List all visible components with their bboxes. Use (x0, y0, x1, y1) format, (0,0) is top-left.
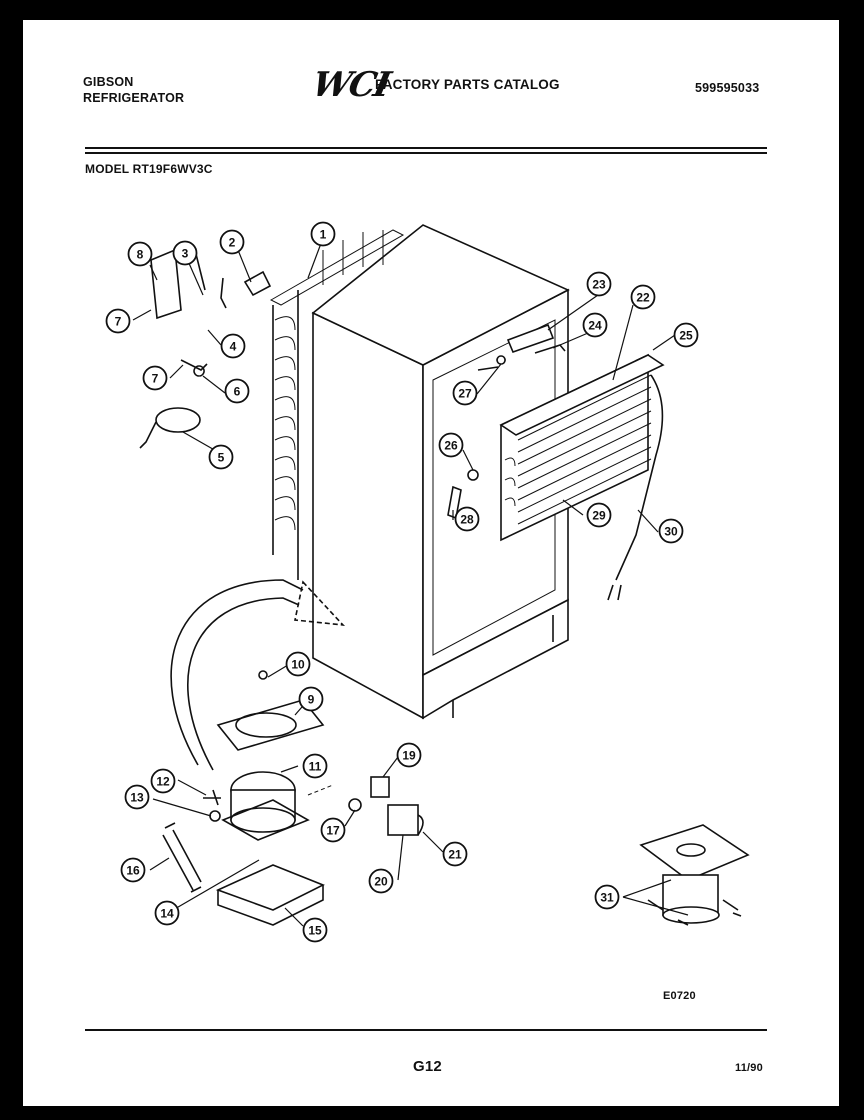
part-number: 3 (182, 247, 189, 261)
part-callout: 10 (285, 651, 311, 677)
part-callout: 23 (586, 271, 612, 297)
part-number: 16 (126, 864, 140, 878)
part-callout: 29 (586, 502, 612, 528)
part-number: 9 (308, 693, 315, 707)
part-callout: 30 (658, 518, 684, 544)
part-callout: 7 (142, 365, 168, 391)
leader-lines (132, 237, 689, 927)
condenser-coil-drawing (269, 229, 405, 580)
part-callout: 5 (208, 444, 234, 470)
part-number: 10 (291, 658, 305, 672)
part-callout: 14 (154, 900, 180, 926)
part-number: 30 (664, 525, 678, 539)
part-callout: 22 (630, 284, 656, 310)
part-number: 20 (374, 875, 388, 889)
part-callout: 25 (673, 322, 699, 348)
part-callout: 28 (454, 506, 480, 532)
part-callout: 17 (320, 817, 346, 843)
part-number: 19 (402, 749, 416, 763)
part-number: 21 (448, 848, 462, 862)
part-number: 13 (130, 791, 144, 805)
part-callout: 24 (582, 312, 608, 338)
part-callout: 13 (124, 784, 150, 810)
cabinet-drawing (311, 224, 570, 720)
model-number: MODEL RT19F6WV3C (85, 162, 213, 176)
part-number: 11 (309, 760, 322, 774)
part-number: 29 (592, 509, 606, 523)
date-code: 11/90 (735, 1062, 763, 1074)
part-callout: 8 (127, 241, 153, 267)
part-callout: 9 (298, 686, 324, 712)
part-number: 4 (230, 340, 237, 354)
part-callout: 15 (302, 917, 328, 943)
part-number: 26 (444, 439, 458, 453)
part-callout: 6 (224, 378, 250, 404)
part-callout: 11 (302, 753, 328, 779)
part-number: 28 (460, 513, 474, 527)
part-number: 7 (115, 315, 122, 329)
part-number: 15 (308, 924, 322, 938)
compressor-mount-detail (639, 824, 750, 926)
header-rule (85, 152, 767, 154)
part-number: 17 (326, 824, 340, 838)
evaporator-drawing (499, 353, 665, 601)
part-number: 1 (320, 228, 327, 242)
product-type: REFRIGERATOR (83, 91, 185, 105)
part-number: 7 (152, 372, 159, 386)
part-number: 27 (458, 387, 472, 401)
part-callout: 3 (172, 240, 198, 266)
part-callout: 2 (219, 229, 245, 255)
part-callout: 12 (150, 768, 176, 794)
part-callout: 26 (438, 432, 464, 458)
part-number: 5 (218, 451, 225, 465)
exploded-parts-diagram: 1234567781091112131415161719202122232425… (105, 221, 750, 943)
part-number: 6 (234, 385, 241, 399)
diagram-code: E0720 (663, 990, 696, 1002)
part-number: 12 (156, 775, 170, 789)
part-number: 25 (679, 329, 693, 343)
part-number: 31 (600, 891, 614, 905)
part-callout: 31 (594, 884, 620, 910)
footer-rule (85, 1029, 767, 1031)
catalog-number: 599595033 (695, 81, 760, 95)
part-callout: 16 (120, 857, 146, 883)
brand-block: GIBSON REFRIGERATOR (83, 74, 184, 106)
part-number: 24 (588, 319, 602, 333)
header-rule (85, 147, 767, 149)
page-number: G12 (413, 1058, 442, 1075)
power-cord-drawing (139, 248, 272, 449)
part-number: 14 (160, 907, 174, 921)
part-callout: 7 (105, 308, 131, 334)
assembly-arrow (170, 579, 346, 771)
part-callout: 19 (396, 742, 422, 768)
interior-parts-drawing (447, 323, 566, 520)
part-callout: 21 (442, 841, 468, 867)
part-number: 23 (592, 278, 606, 292)
part-callout: 27 (452, 380, 478, 406)
part-callout: 20 (368, 868, 394, 894)
catalog-title: FACTORY PARTS CATALOG (375, 77, 560, 92)
part-callout: 4 (220, 333, 246, 359)
part-number: 2 (229, 236, 236, 250)
part-number: 22 (636, 291, 650, 305)
part-number: 8 (137, 248, 144, 262)
part-callout: 1 (310, 221, 336, 247)
catalog-page: GIBSON REFRIGERATOR WCI FACTORY PARTS CA… (23, 20, 839, 1106)
brand-name: GIBSON (83, 75, 134, 89)
